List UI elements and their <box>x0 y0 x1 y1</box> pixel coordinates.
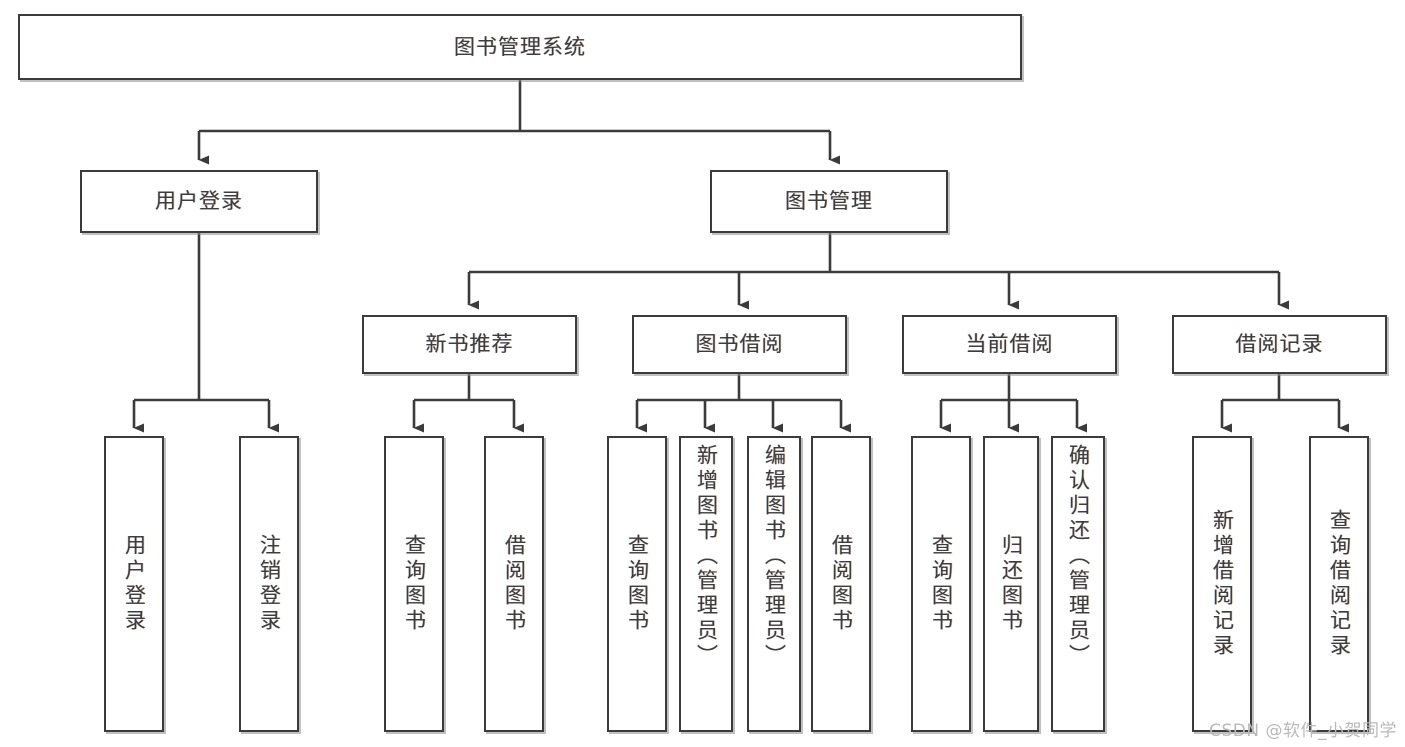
leaf-current-borrow-confirm-admin[interactable]: 确认归还（管理员） <box>1051 436 1105 732</box>
leaf-label: 查询图书 <box>929 534 954 634</box>
leaf-label: 借阅图书 <box>502 534 527 634</box>
node-root-system[interactable]: 图书管理系统 <box>18 14 1022 80</box>
leaf-borrow-record-query[interactable]: 查询借阅记录 <box>1309 436 1369 732</box>
node-root-label: 图书管理系统 <box>454 34 586 59</box>
leaf-book-borrow-query[interactable]: 查询图书 <box>607 436 667 732</box>
leaf-current-borrow-return[interactable]: 归还图书 <box>983 436 1039 732</box>
leaf-borrow-record-add[interactable]: 新增借阅记录 <box>1192 436 1252 732</box>
leaf-label: 查询图书 <box>402 534 427 634</box>
leaf-label: 新增借阅记录 <box>1210 509 1235 659</box>
node-borrow-record-label: 借阅记录 <box>1235 332 1324 357</box>
leaf-book-borrow-edit-admin[interactable]: 编辑图书（管理员） <box>747 436 801 732</box>
leaf-label: 用户登录 <box>122 534 147 634</box>
leaf-label: 借阅图书 <box>829 534 854 634</box>
leaf-book-borrow-borrow[interactable]: 借阅图书 <box>811 436 871 732</box>
node-book-borrow[interactable]: 图书借阅 <box>632 315 847 374</box>
leaf-user-login-signout[interactable]: 注销登录 <box>239 436 299 732</box>
node-current-borrow[interactable]: 当前借阅 <box>902 315 1117 374</box>
leaf-new-book-borrow[interactable]: 借阅图书 <box>484 436 544 732</box>
node-book-management[interactable]: 图书管理 <box>710 170 948 233</box>
node-user-login-label: 用户登录 <box>155 189 243 214</box>
node-user-login[interactable]: 用户登录 <box>80 170 318 233</box>
node-new-book-recommend-label: 新书推荐 <box>425 332 514 357</box>
node-book-management-label: 图书管理 <box>785 189 873 214</box>
leaf-label: 编辑图书（管理员） <box>762 444 787 669</box>
node-borrow-record[interactable]: 借阅记录 <box>1172 315 1387 374</box>
leaf-new-book-query[interactable]: 查询图书 <box>384 436 444 732</box>
node-new-book-recommend[interactable]: 新书推荐 <box>362 315 577 374</box>
leaf-label: 新增图书（管理员） <box>694 444 719 669</box>
leaf-label: 查询借阅记录 <box>1327 509 1352 659</box>
leaf-label: 归还图书 <box>999 534 1024 634</box>
leaf-label: 确认归还（管理员） <box>1066 444 1091 669</box>
leaf-label: 查询图书 <box>625 534 650 634</box>
leaf-user-login-signin[interactable]: 用户登录 <box>104 436 164 732</box>
node-current-borrow-label: 当前借阅 <box>965 332 1054 357</box>
node-book-borrow-label: 图书借阅 <box>695 332 784 357</box>
leaf-book-borrow-add-admin[interactable]: 新增图书（管理员） <box>679 436 733 732</box>
leaf-label: 注销登录 <box>257 534 282 634</box>
watermark-text: CSDN @软件_小贺同学 <box>1209 721 1397 741</box>
leaf-current-borrow-query[interactable]: 查询图书 <box>911 436 971 732</box>
